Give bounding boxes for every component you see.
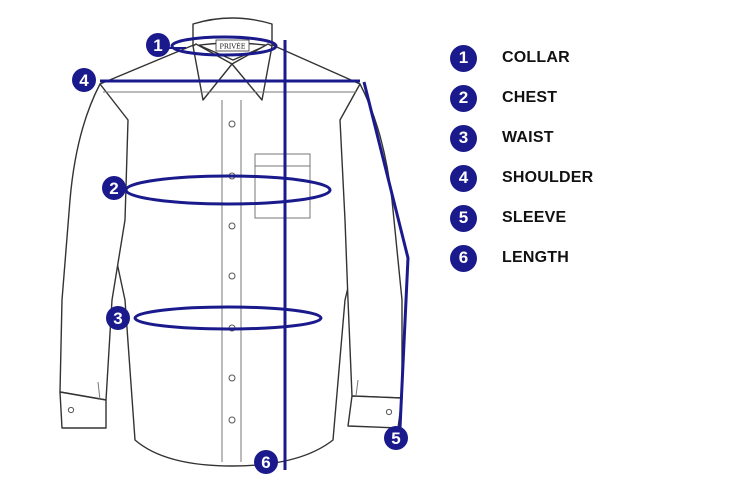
chest-pocket [254, 153, 311, 219]
left-sleeve [59, 83, 129, 401]
marker-badge [254, 450, 278, 474]
cuff-button [67, 406, 75, 414]
legend-label: LENGTH [502, 249, 569, 266]
marker-badge [102, 176, 126, 200]
legend-number-badge: 1 [450, 44, 477, 72]
marker-number: 6 [261, 453, 270, 472]
cuff-button [385, 408, 393, 416]
marker-number: 1 [153, 36, 162, 55]
legend-item-shoulder: 4 SHOULDER [450, 158, 710, 198]
marker-badge [72, 68, 96, 92]
right-sleeve [339, 83, 403, 399]
marker-number: 2 [109, 179, 118, 198]
marker-collar: 1 [146, 33, 170, 57]
marker-number: 5 [391, 429, 400, 448]
legend-number-badge: 6 [450, 244, 477, 272]
left-cuff [59, 391, 107, 429]
collar-measurement [170, 35, 278, 57]
legend-label: CHEST [502, 89, 558, 106]
shirt-button [228, 120, 236, 128]
legend-item-sleeve: 5 SLEEVE [450, 198, 710, 238]
shirt-buttons [67, 120, 393, 424]
legend-number-badge: 2 [450, 84, 477, 112]
shirt-details [97, 91, 359, 462]
legend-label: WAIST [502, 129, 554, 146]
legend-item-collar: 1 COLLAR [450, 38, 710, 78]
legend-label: SLEEVE [502, 209, 567, 226]
chest-measurement [124, 174, 332, 206]
shirt-body [99, 43, 373, 467]
marker-length: 6 [254, 450, 278, 474]
marker-shoulder: 4 [72, 68, 96, 92]
legend-label: COLLAR [502, 49, 570, 66]
legend-number-badge: 4 [450, 164, 477, 192]
measurement-legend: 1 COLLAR 2 CHEST 3 WAIST 4 SHOULDER 5 SL… [450, 38, 710, 278]
brand-label [215, 39, 250, 52]
legend-label: SHOULDER [502, 169, 594, 186]
marker-number: 4 [79, 71, 89, 90]
measurement-lines [100, 35, 410, 470]
sleeve-measurement [362, 81, 410, 429]
right-cuff [347, 395, 403, 429]
legend-item-waist: 3 WAIST [450, 118, 710, 158]
waist-measurement [133, 305, 323, 331]
shirt-button [228, 374, 236, 382]
marker-number: 3 [113, 309, 122, 328]
right-cuff-pleat [355, 379, 359, 397]
marker-badge [384, 426, 408, 450]
shirt-illustration [59, 17, 403, 467]
legend-item-length: 6 LENGTH [450, 238, 710, 278]
shirt-button [228, 272, 236, 280]
legend-item-chest: 2 CHEST [450, 78, 710, 118]
brand-label-text: PRIVÉE [219, 42, 245, 51]
marker-waist: 3 [106, 306, 130, 330]
left-cuff-pleat [97, 381, 101, 401]
legend-number-badge: 5 [450, 204, 477, 232]
marker-chest: 2 [102, 176, 126, 200]
shirt-button [228, 222, 236, 230]
marker-badge [146, 33, 170, 57]
marker-sleeve: 5 [384, 426, 408, 450]
shirt-button [228, 416, 236, 424]
legend-number-badge: 3 [450, 124, 477, 152]
marker-badge [106, 306, 130, 330]
